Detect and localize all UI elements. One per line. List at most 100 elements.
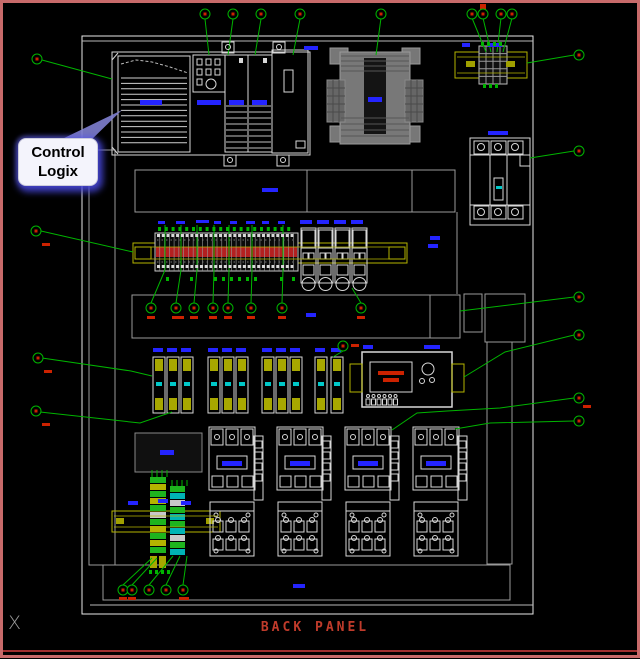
label-mark	[278, 221, 285, 224]
fuse-label	[211, 382, 217, 386]
terminal-screw	[283, 535, 289, 541]
label-mark	[276, 348, 286, 352]
lug-screw	[350, 434, 356, 440]
label-mark	[44, 370, 52, 373]
tick-mark	[176, 234, 180, 237]
label-mark	[351, 220, 363, 224]
module-slot	[283, 69, 294, 93]
psu-led	[419, 378, 425, 384]
fuse-label	[184, 382, 190, 386]
disconnect-port	[319, 252, 326, 260]
fuse-label	[334, 382, 340, 386]
terminal-screw	[215, 535, 221, 541]
label-mark	[246, 221, 255, 224]
label-mark	[42, 243, 50, 246]
label-mark	[238, 277, 241, 281]
tick-mark	[223, 234, 227, 237]
label-mark	[290, 348, 300, 352]
callout-number	[577, 396, 581, 400]
psu-terminal-screw	[377, 394, 381, 398]
contactor-port	[362, 475, 375, 488]
callout-number	[130, 588, 134, 592]
callout-number	[577, 149, 581, 153]
fuse-cap	[183, 398, 191, 410]
fuse-holder	[235, 356, 249, 414]
overload-terminal	[416, 520, 428, 533]
label-mark	[160, 450, 174, 455]
contactor-lug	[225, 428, 239, 446]
tick-mark	[261, 265, 265, 268]
tick-mark	[281, 265, 285, 268]
label-mark	[230, 277, 233, 281]
terminal-screw	[283, 517, 289, 523]
label-mark	[222, 348, 232, 352]
tick-mark	[266, 227, 270, 231]
tick-mark	[242, 234, 246, 237]
terminal-block	[150, 477, 166, 483]
disconnect-block	[334, 227, 351, 284]
tick-mark	[171, 265, 175, 268]
contactor-label-plate	[284, 455, 316, 470]
terminal-block	[170, 528, 185, 534]
label-mark	[262, 221, 269, 224]
callout-number	[577, 53, 581, 57]
contactor-port	[309, 475, 322, 488]
screw	[213, 512, 219, 518]
tick-mark	[204, 234, 208, 237]
tick-mark	[176, 265, 180, 268]
psu-terminal-screw	[393, 394, 398, 398]
terminal-screw	[296, 535, 302, 541]
aux-contact-block	[253, 435, 264, 501]
contactor-port	[279, 475, 292, 488]
psu-terminal	[382, 398, 387, 406]
fuse-holder	[221, 356, 235, 414]
disconnect-port	[336, 264, 349, 276]
tick-mark	[238, 234, 242, 237]
contactor-lug	[293, 428, 307, 446]
fuse-cap	[238, 359, 246, 371]
tab-hole	[276, 44, 282, 50]
leader-line	[471, 17, 487, 53]
label-mark	[128, 597, 136, 600]
label-mark	[363, 345, 373, 349]
contactor-2	[276, 426, 324, 491]
contactor-port	[294, 475, 307, 488]
fuse-holder	[166, 356, 180, 414]
fuse-label	[170, 382, 176, 386]
fuse-holder	[314, 356, 328, 414]
screw	[313, 548, 319, 554]
leader-line	[227, 225, 230, 304]
tick-mark	[164, 227, 168, 231]
label-mark	[209, 316, 217, 319]
tab-hole	[227, 157, 233, 163]
fuse-label	[239, 382, 245, 386]
back-panel-title: BACK PANEL	[260, 620, 370, 635]
fuse-holder	[289, 356, 303, 414]
callout-number	[226, 306, 230, 310]
processor-port	[214, 68, 221, 76]
mounting-tab	[276, 154, 290, 167]
tick-mark	[271, 234, 275, 237]
label-mark	[368, 97, 382, 102]
fuse-label	[225, 382, 231, 386]
screw	[213, 548, 219, 554]
overload-terminal	[348, 520, 360, 533]
leader-line	[40, 230, 134, 253]
overload-terminal	[429, 520, 441, 533]
overload-terminal	[306, 538, 318, 551]
terminal-screw	[215, 517, 221, 523]
label-mark	[181, 348, 191, 352]
overload-relay	[345, 501, 391, 557]
fuse-holder	[207, 356, 221, 414]
wire-duct-top	[134, 169, 456, 213]
aux-port	[322, 451, 331, 460]
terminal-block	[170, 549, 185, 555]
psu-terminal	[365, 398, 371, 406]
contactor-port	[415, 475, 428, 488]
aux-port	[254, 473, 263, 482]
processor-port	[214, 58, 221, 66]
leader-line	[526, 54, 575, 64]
leader-line	[212, 225, 215, 304]
